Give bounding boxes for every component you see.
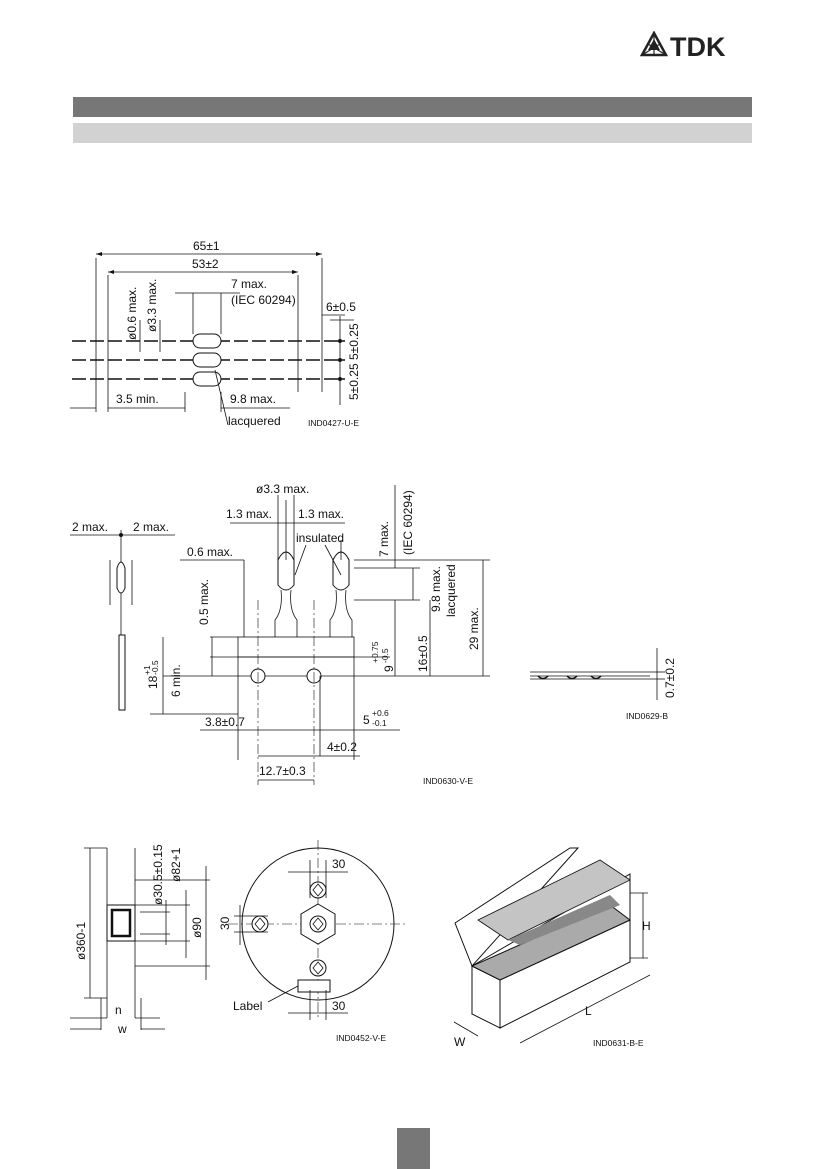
dim-30-top: 30 [332, 857, 346, 871]
label-lacquered: lacquered [228, 414, 281, 428]
dim-9-tol-minus: -0.5 [380, 648, 390, 663]
dim-16: 16±0.5 [416, 635, 430, 672]
dim-w: w [117, 1022, 127, 1036]
dim-4: 4±0.2 [327, 740, 357, 754]
dim-iec: (IEC 60294) [401, 490, 415, 555]
tdk-logo-mark [640, 31, 669, 57]
dim-18-tol-minus: -0.5 [150, 660, 160, 675]
dim-30-left: 30 [218, 916, 232, 930]
header-bar-dark [73, 97, 752, 117]
dim-5: 5 [363, 713, 370, 727]
dim-0-6max: 0.6 max. [187, 545, 233, 559]
dim-l: L [585, 1004, 592, 1018]
figure-box: H L W IND0631-B-E [453, 847, 651, 1049]
dim-9: 9 [382, 665, 396, 672]
dim-7max: 7 max. [377, 521, 391, 557]
dim-w: W [454, 1035, 466, 1049]
dim-53: 53±2 [192, 257, 219, 271]
brand-name: TDK [670, 32, 726, 59]
dim-body-dia: ø3.3 max. [145, 279, 159, 332]
dim-lead-dia: ø0.6 max. [125, 287, 139, 340]
dim-18: 18 [146, 675, 160, 689]
figure-code: IND0629-B [626, 711, 668, 721]
dim-6: 6±0.5 [326, 300, 356, 314]
figure-code: IND0427-U-E [308, 418, 359, 428]
dim-9-tol-plus: +0.75 [370, 641, 380, 663]
dim-360: ø360-1 [74, 922, 88, 960]
figure-reel: ø30.5±0.15 ø82+1 ø90 ø360-1 n w 30 30 30… [70, 840, 405, 1043]
dim-3-8: 3.8±0.7 [205, 715, 245, 729]
dim-5-tol-plus: +0.6 [372, 708, 389, 718]
dim-7max: 7 max. [231, 277, 267, 291]
figure-code: IND0630-V-E [423, 776, 473, 786]
dim-1-3max-right: 1.3 max. [298, 507, 344, 521]
label-insulated: insulated [296, 531, 344, 545]
figure-tape-dimensions: 65±1 53±2 7 max. (IEC 60294) 6±0.5 ø0.6 … [70, 239, 361, 428]
figure-tape-profile: 0.7±0.2 IND0629-B [530, 648, 677, 721]
dim-5-tol-minus: -0.1 [372, 718, 387, 728]
header-bar-light [73, 123, 752, 143]
dim-29max: 29 max. [467, 607, 481, 650]
dim-h: H [642, 919, 651, 933]
figure-component-front-side: ø3.3 max. 2 max. 2 max. 1.3 max. 1.3 max… [70, 482, 490, 786]
dim-0-5max: 0.5 max. [197, 579, 211, 625]
dim-9-8max: 9.8 max. [429, 566, 443, 612]
dim-9-8max: 9.8 max. [230, 392, 276, 406]
dim-1-3max-left: 1.3 max. [226, 507, 272, 521]
dim-iec: (IEC 60294) [231, 293, 296, 307]
dim-18-tol-plus: +1 [142, 665, 152, 675]
figure-code: IND0452-V-E [336, 1033, 386, 1043]
dim-30-bottom: 30 [332, 999, 346, 1013]
dim-2max-right: 2 max. [133, 520, 169, 534]
dim-n: n [115, 1003, 122, 1017]
dim-82: ø82+1 [169, 847, 183, 882]
label-label: Label [233, 999, 262, 1013]
dim-pitch-2: 5±0.25 [347, 363, 361, 400]
dim-0-7: 0.7±0.2 [663, 658, 677, 698]
dim-2max-left: 2 max. [72, 520, 108, 534]
dim-hub-dia: ø30.5±0.15 [151, 844, 165, 905]
tdk-logo: TDK [640, 31, 726, 59]
dim-12-7: 12.7±0.3 [259, 764, 306, 778]
dim-65: 65±1 [193, 239, 220, 253]
dim-90: ø90 [190, 917, 204, 938]
figure-code: IND0631-B-E [593, 1038, 644, 1048]
dim-6min: 6 min. [169, 664, 183, 697]
page-number-box [397, 1128, 430, 1169]
dim-pitch-1: 5±0.25 [347, 323, 361, 360]
dim-3-5min: 3.5 min. [116, 392, 159, 406]
label-lacquered: lacquered [444, 564, 458, 617]
dim-body-dia: ø3.3 max. [256, 482, 309, 496]
